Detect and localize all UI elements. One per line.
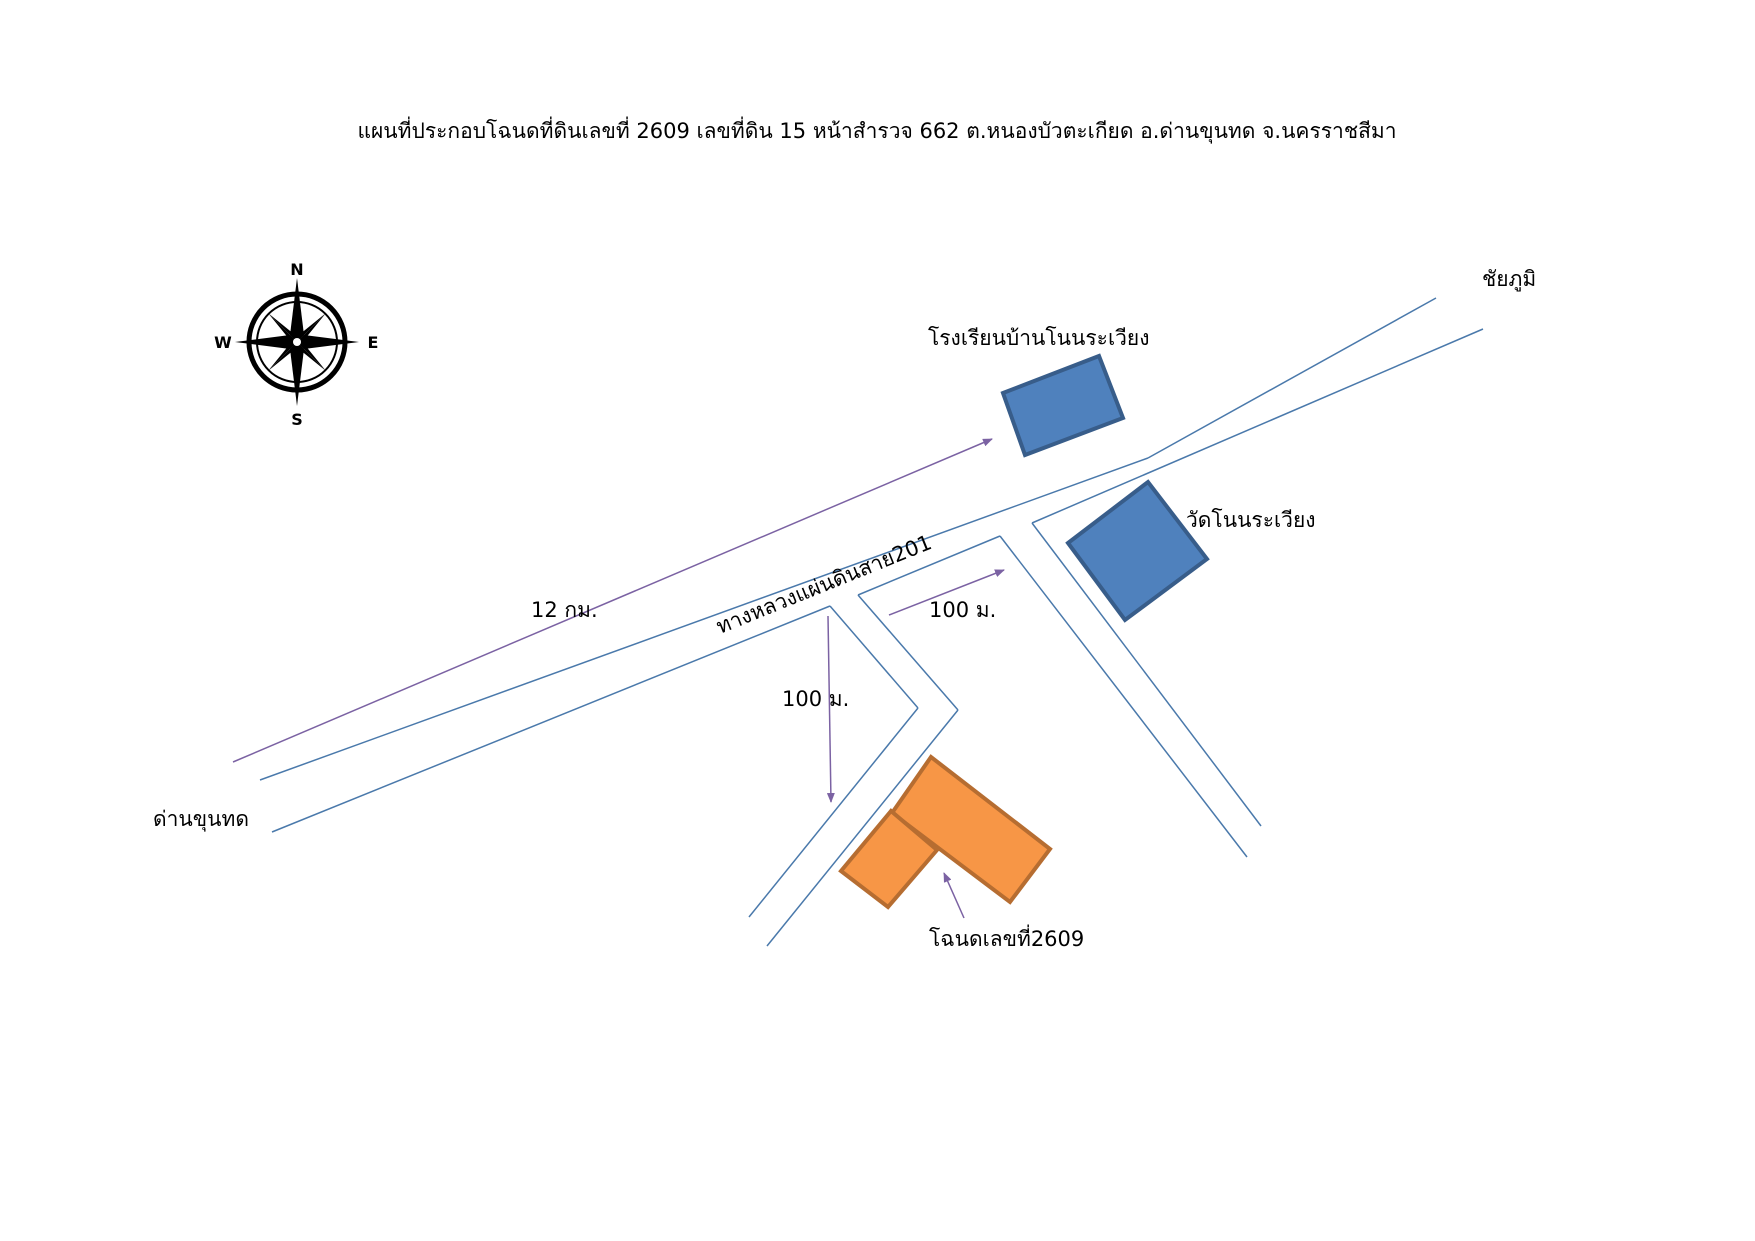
compass-east-label: E <box>368 333 379 352</box>
parcel-side-block <box>838 808 940 910</box>
temple-label: วัดโนนระเวียง <box>1186 508 1316 532</box>
parcel-2609 <box>838 754 1053 910</box>
highway-north-edge-west <box>259 457 1149 781</box>
side-road-distance-arrow <box>826 615 835 803</box>
highway-north-edge-east <box>1147 297 1437 459</box>
east-road-west-edge <box>999 535 1248 858</box>
highway-south-edge-east <box>1031 328 1484 524</box>
map-title: แผนที่ประกอบโฉนดที่ดินเลขที่ 2609 เลขที่… <box>357 116 1396 144</box>
side-road-east-edge-lower <box>766 709 959 947</box>
highway-distance-label: 12 กม. <box>531 598 598 622</box>
highway-south-edge-middle <box>857 535 1001 596</box>
east-road-east-edge <box>1031 522 1262 827</box>
road-name-label: ทางหลวงแผ่นดินสาย201 <box>713 530 935 638</box>
parcel-label: โฉนดเลขที่2609 <box>929 924 1084 951</box>
side-road-east <box>999 522 1262 858</box>
east-destination-label: ชัยภูมิ <box>1482 267 1536 292</box>
school-building <box>1000 353 1126 458</box>
temple-building <box>1065 479 1210 623</box>
side-road-east-edge-upper <box>857 594 959 711</box>
side-road-to-parcel <box>748 594 959 947</box>
compass-south-label: S <box>291 410 303 429</box>
parcel-pointer-arrow <box>943 872 965 919</box>
parcel-main-block <box>889 754 1053 905</box>
side-road-west-edge-lower <box>748 707 919 918</box>
highway-distance-arrow <box>232 438 993 763</box>
school-label: โรงเรียนบ้านโนนระเวียง <box>928 326 1149 350</box>
highway-201 <box>259 297 1484 833</box>
compass-west-label: W <box>214 333 232 352</box>
side-road-distance-label: 100 ม. <box>782 687 849 711</box>
west-destination-label: ด่านขุนทด <box>153 807 249 832</box>
east-distance-label: 100 ม. <box>929 598 996 622</box>
compass-rose-icon: N S E W <box>214 260 378 429</box>
highway-south-edge-west <box>271 605 831 833</box>
side-road-west-edge-upper <box>829 605 919 709</box>
east-distance-arrow <box>888 569 1005 616</box>
compass-north-label: N <box>290 260 303 279</box>
